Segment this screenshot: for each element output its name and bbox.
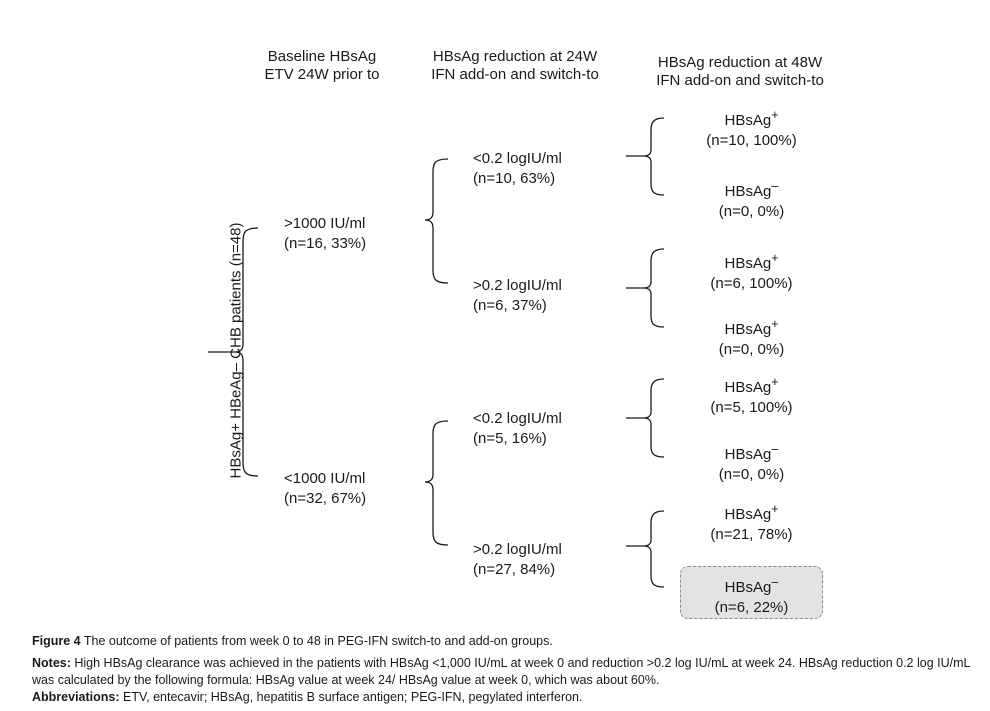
node-l2-1-count: (n=6, 37%) (473, 297, 547, 314)
figure-caption: Figure 4 The outcome of patients from we… (32, 633, 972, 650)
node-l3-0-count: (n=10, 100%) (706, 132, 797, 149)
node-l2-3: >0.2 logIU/ml (n=27, 84%) (473, 540, 562, 580)
node-l3-5: HBsAg– (n=0, 0%) (680, 439, 823, 485)
header-24w-line2: IFN add-on and switch-to (431, 66, 599, 83)
node-lt1000-label: <1000 IU/ml (284, 470, 366, 487)
node-l3-7-label: HBsAg– (724, 575, 779, 596)
node-lt1000-count: (n=32, 67%) (284, 490, 367, 507)
node-l2-0-count: (n=10, 63%) (473, 170, 556, 187)
bracket-gt1000 (424, 158, 449, 284)
bracket-l2-0 (643, 117, 665, 196)
header-48w-line2: IFN add-on and switch-to (656, 72, 824, 89)
node-l2-2-count: (n=5, 16%) (473, 430, 547, 447)
node-l2-3-count: (n=27, 84%) (473, 561, 556, 578)
node-l3-4: HBsAg+ (n=5, 100%) (680, 372, 823, 418)
figure-text: The outcome of patients from week 0 to 4… (80, 634, 553, 648)
node-gt1000: >1000 IU/ml (n=16, 33%) (284, 214, 366, 254)
node-l2-1: >0.2 logIU/ml (n=6, 37%) (473, 276, 562, 316)
node-l2-1-label: >0.2 logIU/ml (473, 277, 562, 294)
node-l3-3: HBsAg+ (n=0, 0%) (680, 314, 823, 360)
root-bracket (234, 227, 259, 477)
abbr-label: Abbreviations: (32, 690, 120, 704)
bracket-l2-2 (643, 378, 665, 458)
node-l3-5-label: HBsAg– (724, 442, 779, 463)
figure-abbreviations: Abbreviations: ETV, entecavir; HBsAg, he… (32, 689, 972, 706)
node-gt1000-count: (n=16, 33%) (284, 235, 367, 252)
node-l3-2-count: (n=6, 100%) (710, 275, 793, 292)
node-l3-6: HBsAg+ (n=21, 78%) (680, 499, 823, 545)
node-l2-2-label: <0.2 logIU/ml (473, 410, 562, 427)
node-l3-1-count: (n=0, 0%) (718, 203, 785, 220)
notes-text: High HBsAg clearance was achieved in the… (32, 656, 971, 687)
node-l3-7: HBsAg– (n=6, 22%) (680, 572, 823, 618)
header-baseline-line1: Baseline HBsAg (267, 48, 377, 65)
node-l3-6-count: (n=21, 78%) (710, 526, 793, 543)
node-l2-2: <0.2 logIU/ml (n=5, 16%) (473, 409, 562, 449)
notes-label: Notes: (32, 656, 71, 670)
node-l2-3-label: >0.2 logIU/ml (473, 541, 562, 558)
header-24w: HBsAg reduction at 24W IFN add-on and sw… (420, 48, 610, 84)
figure-notes: Notes: High HBsAg clearance was achieved… (32, 655, 972, 689)
bracket-l2-3 (643, 510, 665, 588)
node-l3-0: HBsAg+ (n=10, 100%) (680, 105, 823, 151)
node-l2-0-label: <0.2 logIU/ml (473, 150, 562, 167)
node-l3-3-label: HBsAg+ (724, 317, 779, 338)
header-48w: HBsAg reduction at 48W IFN add-on and sw… (645, 54, 835, 90)
node-l3-2-label: HBsAg+ (724, 251, 779, 272)
highlight-box (680, 566, 823, 619)
node-l3-1: HBsAg– (n=0, 0%) (680, 176, 823, 222)
node-l3-2: HBsAg+ (n=6, 100%) (680, 248, 823, 294)
header-24w-line1: HBsAg reduction at 24W (432, 48, 598, 65)
figure-label: Figure 4 (32, 634, 81, 648)
bracket-l2-1 (643, 248, 665, 328)
node-l3-6-label: HBsAg+ (724, 502, 779, 523)
bracket-lt1000 (424, 420, 449, 546)
header-48w-line1: HBsAg reduction at 48W (657, 54, 823, 71)
node-l3-5-count: (n=0, 0%) (718, 466, 785, 483)
node-lt1000: <1000 IU/ml (n=32, 67%) (284, 469, 366, 509)
abbr-text: ETV, entecavir; HBsAg, hepatitis B surfa… (119, 690, 583, 704)
node-l3-3-count: (n=0, 0%) (718, 341, 785, 358)
node-l3-1-label: HBsAg– (724, 179, 779, 200)
node-l2-0: <0.2 logIU/ml (n=10, 63%) (473, 149, 562, 189)
node-gt1000-label: >1000 IU/ml (284, 215, 366, 232)
node-l3-7-count: (n=6, 22%) (714, 599, 789, 616)
header-baseline: Baseline HBsAg ETV 24W prior to (252, 48, 392, 84)
node-l3-4-count: (n=5, 100%) (710, 399, 793, 416)
node-l3-0-label: HBsAg+ (724, 108, 779, 129)
header-baseline-line2: ETV 24W prior to (264, 66, 380, 83)
node-l3-4-label: HBsAg+ (724, 375, 779, 396)
